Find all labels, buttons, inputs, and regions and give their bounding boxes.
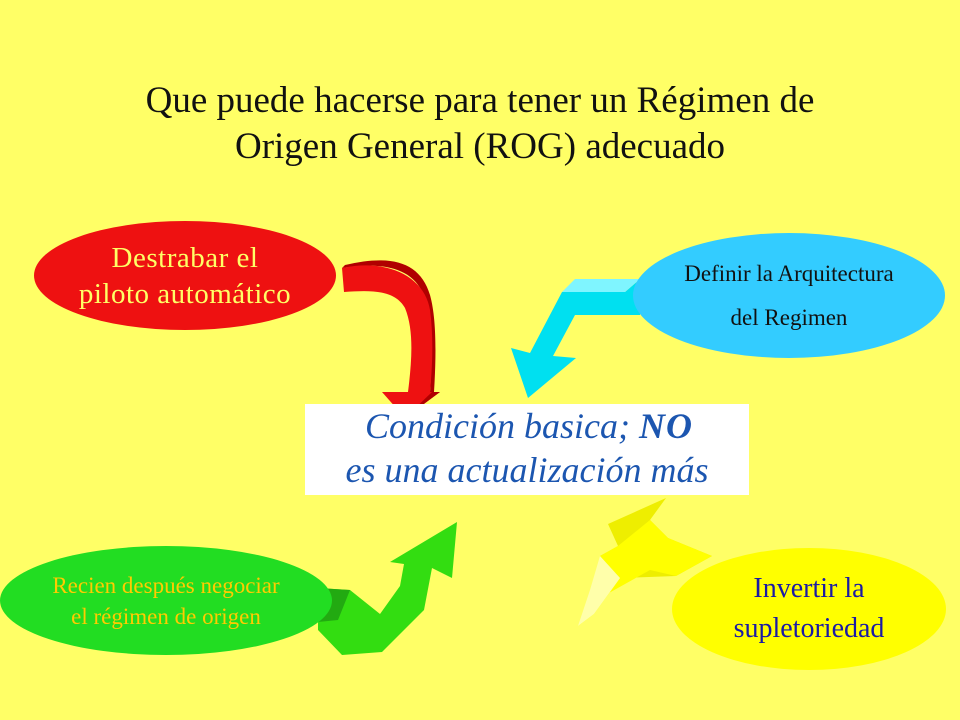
slide-title: Que puede hacerse para tener un Régimen … [0, 78, 960, 170]
node-top-right-line2: del Regimen [730, 304, 848, 330]
node-bottom-left-line1: Recien después negociar [52, 572, 280, 598]
center-line1-emphasis: NO [638, 406, 693, 446]
cyan-elbow-arrow [511, 279, 640, 398]
node-bottom-right-line1: Invertir la [753, 573, 865, 604]
node-bottom-left-line2: el régimen de origen [71, 603, 261, 629]
node-bottom-right: Invertir la supletoriedad [672, 548, 946, 670]
center-line1-prefix: Condición basica; [365, 406, 630, 446]
node-bottom-left: Recien después negociar el régimen de or… [0, 546, 332, 655]
green-elbow-arrow [318, 522, 457, 655]
node-top-left: Destrabar el piloto automático [34, 221, 336, 330]
red-curved-arrow [342, 260, 440, 418]
yellow-bent-arrow [578, 498, 712, 626]
node-top-left-line2: piloto automático [78, 277, 292, 310]
node-top-right-line1: Definir la Arquitectura [684, 260, 894, 286]
center-line2: es una actualización más [345, 450, 709, 490]
center-condition-box: Condición basica; NO es una actualizació… [305, 404, 749, 495]
slide-title-line1: Que puede hacerse para tener un Régimen … [145, 80, 815, 121]
node-top-right: Definir la Arquitectura del Regimen [633, 233, 945, 358]
node-top-left-line1: Destrabar el [111, 241, 259, 274]
center-line1: Condición basica; NO [305, 404, 749, 448]
slide-title-line2: Origen General (ROG) adecuado [234, 126, 726, 167]
node-bottom-right-line2: supletoriedad [733, 613, 885, 644]
